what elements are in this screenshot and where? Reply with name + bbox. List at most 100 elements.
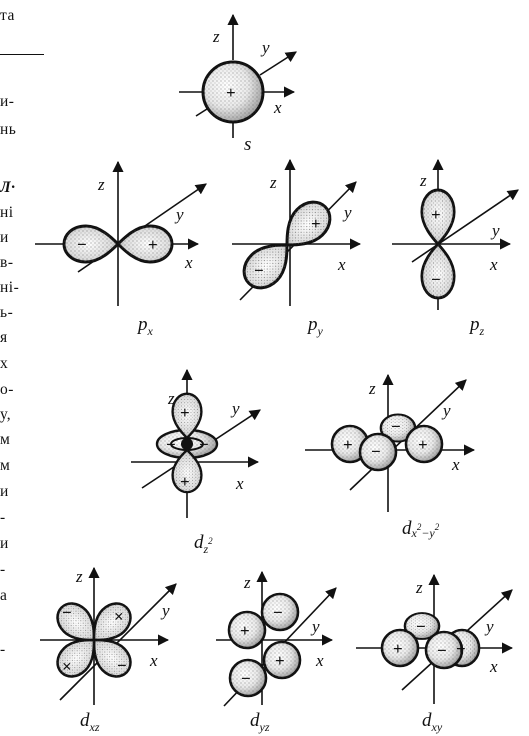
orbital-label-s: s bbox=[244, 134, 251, 155]
y-axis-label: y bbox=[160, 601, 170, 620]
orbital-px: − + z y x px bbox=[35, 160, 207, 338]
plus-sign: + bbox=[431, 205, 441, 224]
minus-sign: − bbox=[416, 617, 426, 636]
plus-sign: + bbox=[418, 435, 428, 454]
margin-line: у, bbox=[0, 406, 12, 423]
x-axis-label: x bbox=[451, 455, 460, 474]
y-axis-label: y bbox=[441, 401, 451, 420]
lobe-positive bbox=[116, 224, 174, 264]
margin-rule bbox=[0, 54, 44, 56]
x-axis-label: x bbox=[184, 253, 193, 272]
margin-line: - bbox=[0, 509, 6, 526]
z-axis-label: z bbox=[212, 27, 220, 46]
plus-sign: + bbox=[343, 435, 353, 454]
y-axis-label: y bbox=[490, 221, 500, 240]
plus-sign: + bbox=[180, 472, 190, 491]
margin-line: м bbox=[0, 457, 11, 474]
y-axis bbox=[59, 583, 177, 701]
margin-line: м bbox=[0, 431, 11, 448]
x-axis-label: x bbox=[489, 255, 498, 274]
y-axis bbox=[411, 189, 519, 263]
x-axis-label: x bbox=[337, 255, 346, 274]
y-axis bbox=[259, 51, 297, 76]
margin-line: а bbox=[0, 587, 8, 604]
x-axis-label: x bbox=[489, 657, 498, 676]
margin-line: я bbox=[0, 329, 8, 346]
minus-sign: − bbox=[431, 270, 441, 289]
margin-line: ні- bbox=[0, 279, 20, 296]
margin-line: - bbox=[0, 561, 6, 578]
minus-sign: − bbox=[117, 656, 127, 675]
minus-sign: − bbox=[62, 603, 72, 622]
orbital-dyz: + − − + z y x dyz bbox=[216, 570, 337, 734]
cross-sign: × bbox=[62, 657, 72, 676]
margin-line: х bbox=[0, 355, 9, 372]
plus-sign: + bbox=[456, 639, 466, 658]
orbital-label-dxz: dxz bbox=[80, 710, 100, 734]
plus-sign: + bbox=[393, 639, 403, 658]
minus-sign: − bbox=[273, 603, 283, 622]
orbital-dxy: − + − + z y x dxy bbox=[356, 573, 514, 734]
plus-sign: + bbox=[275, 651, 285, 670]
minus-sign: − bbox=[241, 669, 251, 688]
orbital-label-dxy: dxy bbox=[422, 710, 443, 734]
orbital-s: z y x + s bbox=[179, 13, 297, 155]
orbital-py: + − z y x py bbox=[232, 158, 362, 338]
y-axis-label: y bbox=[230, 399, 240, 418]
x-axis-label: x bbox=[149, 651, 158, 670]
margin-line: о- bbox=[0, 381, 14, 398]
z-axis-label: z bbox=[243, 573, 251, 592]
x-axis-label: x bbox=[273, 98, 282, 117]
z-axis-label: z bbox=[97, 175, 105, 194]
z-axis-label: z bbox=[269, 173, 277, 192]
y-axis-label: y bbox=[484, 617, 494, 636]
margin-line: и bbox=[0, 229, 9, 246]
z-axis-label: z bbox=[75, 567, 83, 586]
minus-sign: − bbox=[371, 442, 381, 461]
orbital-dx2-y2: − + − + z y x dx2−y2 bbox=[305, 373, 476, 540]
margin-line: в- bbox=[0, 254, 14, 271]
margin-line: и bbox=[0, 483, 9, 500]
margin-line: - bbox=[0, 641, 6, 658]
minus-sign: − bbox=[166, 435, 176, 454]
z-axis-label: z bbox=[419, 171, 427, 190]
plus-sign: + bbox=[226, 83, 236, 102]
margin-line: нь bbox=[0, 121, 17, 138]
z-axis-label: z bbox=[368, 379, 376, 398]
orbital-label-dz2: dz2 bbox=[194, 532, 213, 556]
cross-sign: × bbox=[114, 607, 124, 626]
orbital-label-py: py bbox=[306, 314, 324, 338]
minus-sign: − bbox=[254, 261, 264, 280]
margin-line: ь- bbox=[0, 304, 14, 321]
y-axis-label: y bbox=[174, 205, 184, 224]
margin-line: ні bbox=[0, 204, 14, 221]
orbital-label-pz: pz bbox=[468, 314, 485, 338]
margin-text-column: та и- нь Л· ні и в- ні- ь- я х о- у, м м… bbox=[0, 0, 48, 736]
minus-sign: − bbox=[437, 641, 447, 660]
orbital-label-dyz: dyz bbox=[250, 710, 270, 734]
y-axis-label: y bbox=[310, 617, 320, 636]
orbital-label-px: px bbox=[136, 314, 154, 338]
orbital-dxz: − × × − z y x dxz bbox=[40, 566, 177, 734]
minus-sign: − bbox=[391, 417, 401, 436]
margin-line: Л· bbox=[0, 179, 16, 196]
z-axis-label: z bbox=[415, 578, 423, 597]
orbital-dz2: + + − − z y x dz2 bbox=[131, 368, 261, 556]
minus-sign: − bbox=[77, 235, 87, 254]
plus-sign: + bbox=[240, 621, 250, 640]
plus-sign: + bbox=[180, 403, 190, 422]
orbital-label-dx2-y2: dx2−y2 bbox=[402, 518, 440, 540]
margin-line: та bbox=[0, 7, 15, 24]
margin-line: и- bbox=[0, 93, 15, 110]
plus-sign: + bbox=[311, 214, 321, 233]
margin-line: и bbox=[0, 535, 9, 552]
plus-sign: + bbox=[148, 235, 158, 254]
x-axis-label: x bbox=[315, 651, 324, 670]
lobe-negative bbox=[62, 224, 120, 264]
minus-sign: − bbox=[199, 435, 209, 454]
x-axis-label: x bbox=[235, 474, 244, 493]
y-axis-label: y bbox=[260, 38, 270, 57]
orbital-pz: + − z y x pz bbox=[392, 158, 519, 338]
